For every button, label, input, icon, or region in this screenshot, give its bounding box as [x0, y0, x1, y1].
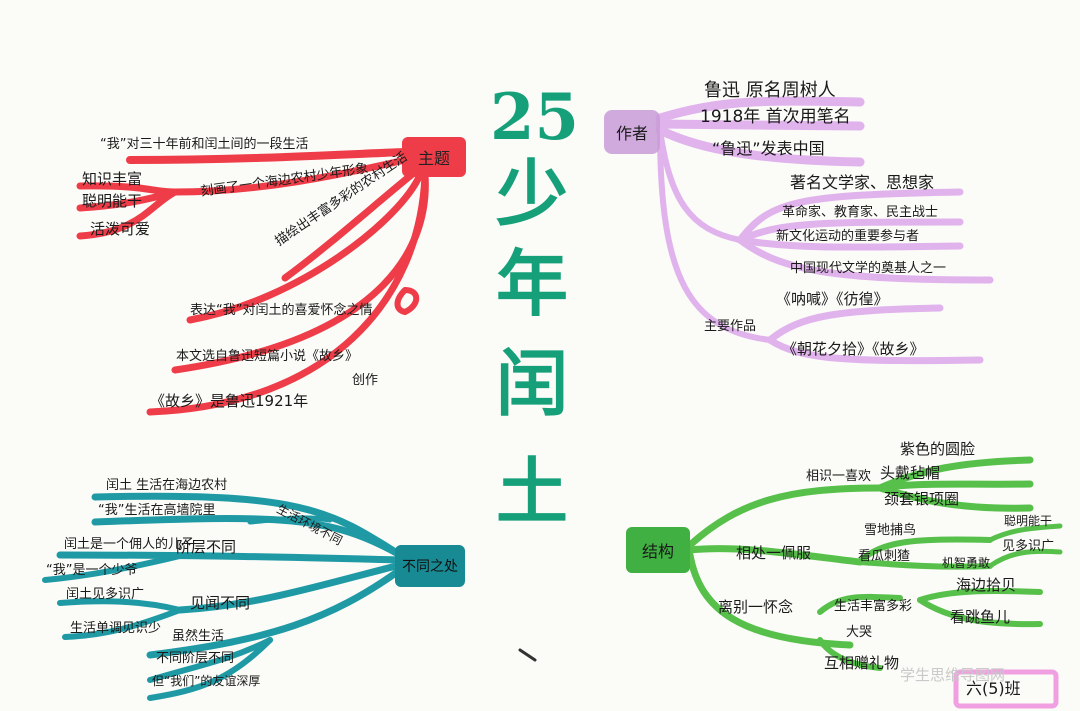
diff-item: 但“我们”的友谊深厚 — [152, 674, 261, 688]
structure-item: 聪明能干 — [1004, 514, 1053, 528]
structure-item: 相识一喜欢 — [806, 469, 872, 484]
structure-item: 机智勇敢 — [942, 556, 991, 570]
author-branches — [655, 96, 994, 365]
diff-branches — [42, 492, 537, 701]
structure-item: 头戴毡帽 — [880, 464, 941, 482]
author-item: 新文化运动的重要参与者 — [776, 229, 920, 244]
structure-item: 见多识广 — [1002, 539, 1055, 554]
theme-item: 知识丰富 — [82, 170, 143, 188]
diff-item: 阶层不同 — [176, 538, 237, 556]
structure-node: 结构 — [641, 542, 674, 561]
structure-item: 紫色的圆脸 — [900, 440, 976, 458]
author-item: 1918年 首次用笔名 — [700, 107, 851, 127]
structure-item: 生活丰富多彩 — [834, 599, 913, 614]
title-char-1: 少 — [496, 151, 569, 236]
diff-node-box — [395, 545, 465, 587]
structure-item: 离别一怀念 — [718, 598, 794, 616]
theme-item: 《故乡》是鲁迅1921年 — [150, 392, 309, 410]
author-node-box — [604, 110, 660, 154]
author-item: 《朝花夕拾》《故乡》 — [782, 340, 925, 358]
diff-node: 不同之处 — [402, 559, 458, 575]
diff-item: 闰土 生活在海边农村 — [106, 478, 228, 493]
theme-item: 活泼可爱 — [90, 220, 151, 238]
watermark: 学生思维导图网 — [900, 666, 1006, 684]
lesson-number: 25 — [490, 80, 580, 155]
title-char-3: 闰 — [496, 341, 569, 426]
structure-item: 海边拾贝 — [956, 576, 1017, 594]
theme-item: 聪明能干 — [82, 192, 143, 210]
diff-item: 闰土是一个佣人的儿子 — [64, 537, 195, 552]
diff-item: 生活单调见识少 — [70, 621, 162, 636]
author-item: 《呐喊》《彷徨》 — [776, 290, 889, 308]
theme-branches — [76, 148, 429, 416]
theme-node: 主题 — [417, 149, 450, 168]
theme-item: “我”对三十年前和闰土间的一段生活 — [100, 137, 309, 152]
theme-item: 本文选自鲁迅短篇小说《故乡》 — [176, 349, 359, 364]
diff-item: 闰土见多识广 — [66, 587, 145, 602]
title-char-4: 土 — [496, 449, 569, 534]
structure-item: 相处一佩服 — [736, 544, 812, 562]
diff-item: “我”生活在高墙院里 — [98, 503, 216, 518]
structure-item: 雪地捕鸟 — [864, 523, 917, 538]
structure-item: 互相赠礼物 — [824, 654, 900, 672]
author-item: 主要作品 — [704, 319, 757, 334]
author-item: “鲁迅”发表中国 — [712, 139, 825, 158]
structure-item: 颈套银项圈 — [884, 490, 960, 508]
diff-item: 不同阶层不同 — [156, 651, 235, 666]
theme-item: 创作 — [352, 373, 379, 388]
structure-branches — [686, 456, 1063, 671]
theme-node-box — [402, 137, 466, 177]
diff-item: 虽然生活 — [172, 629, 225, 644]
structure-item: 看跳鱼儿 — [950, 608, 1011, 626]
structure-item: 看瓜刺猹 — [858, 549, 911, 564]
author-item: 中国现代文学的奠基人之一 — [790, 261, 947, 276]
theme-item: 表达“我”对闰土的喜爱怀念之情 — [190, 303, 373, 318]
author-node: 作者 — [615, 124, 648, 143]
diff-item: 见闻不同 — [190, 594, 251, 612]
diff-item: “我”是一个少爷 — [46, 563, 138, 578]
structure-node-box — [626, 527, 690, 573]
class-label-box — [953, 669, 1059, 709]
author-item: 革命家、教育家、民主战士 — [782, 205, 939, 220]
author-item: 著名文学家、思想家 — [790, 173, 935, 192]
title-char-2: 年 — [496, 241, 569, 326]
structure-item: 大哭 — [846, 625, 873, 640]
class-label: 六(5)班 — [966, 679, 1021, 698]
author-item: 鲁迅 原名周树人 — [704, 80, 836, 101]
